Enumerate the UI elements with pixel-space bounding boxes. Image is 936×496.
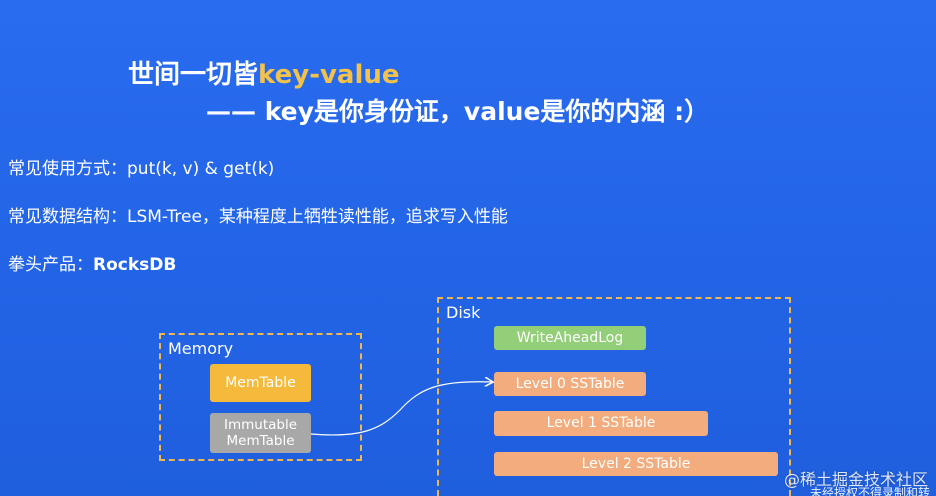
product-label: 拳头产品： bbox=[8, 255, 93, 275]
memory-label: Memory bbox=[168, 339, 234, 358]
level2-sstable-block: Level 2 SSTable bbox=[494, 452, 778, 476]
slide-title: 世间一切皆key-value bbox=[128, 54, 400, 91]
immutable-memtable-block: Immutable MemTable bbox=[210, 413, 311, 453]
structure-line: 常见数据结构：LSM-Tree，某种程度上牺牲读性能，追求写入性能 bbox=[8, 207, 508, 227]
usage-line: 常见使用方式：put(k, v) & get(k) bbox=[8, 159, 275, 179]
disk-label: Disk bbox=[446, 303, 481, 322]
watermark: @稀土掘金技术社区 bbox=[783, 470, 928, 489]
slide-subtitle: —— key是你身份证，value是你的内涵 :） bbox=[206, 97, 710, 126]
product-line: 拳头产品：RocksDB bbox=[8, 250, 176, 275]
product-name: RocksDB bbox=[93, 255, 177, 275]
title-prefix: 世间一切皆 bbox=[128, 60, 259, 90]
title-accent: key-value bbox=[258, 60, 400, 90]
write-ahead-log-block: WriteAheadLog bbox=[494, 326, 646, 350]
immutable-line2: MemTable bbox=[226, 433, 295, 449]
level1-sstable-block: Level 1 SSTable bbox=[494, 411, 708, 436]
immutable-line1: Immutable bbox=[223, 416, 298, 433]
memtable-block: MemTable bbox=[210, 364, 311, 402]
watermark-note: 未经授权不得录制和转 bbox=[809, 486, 930, 496]
level0-sstable-block: Level 0 SSTable bbox=[494, 372, 646, 396]
